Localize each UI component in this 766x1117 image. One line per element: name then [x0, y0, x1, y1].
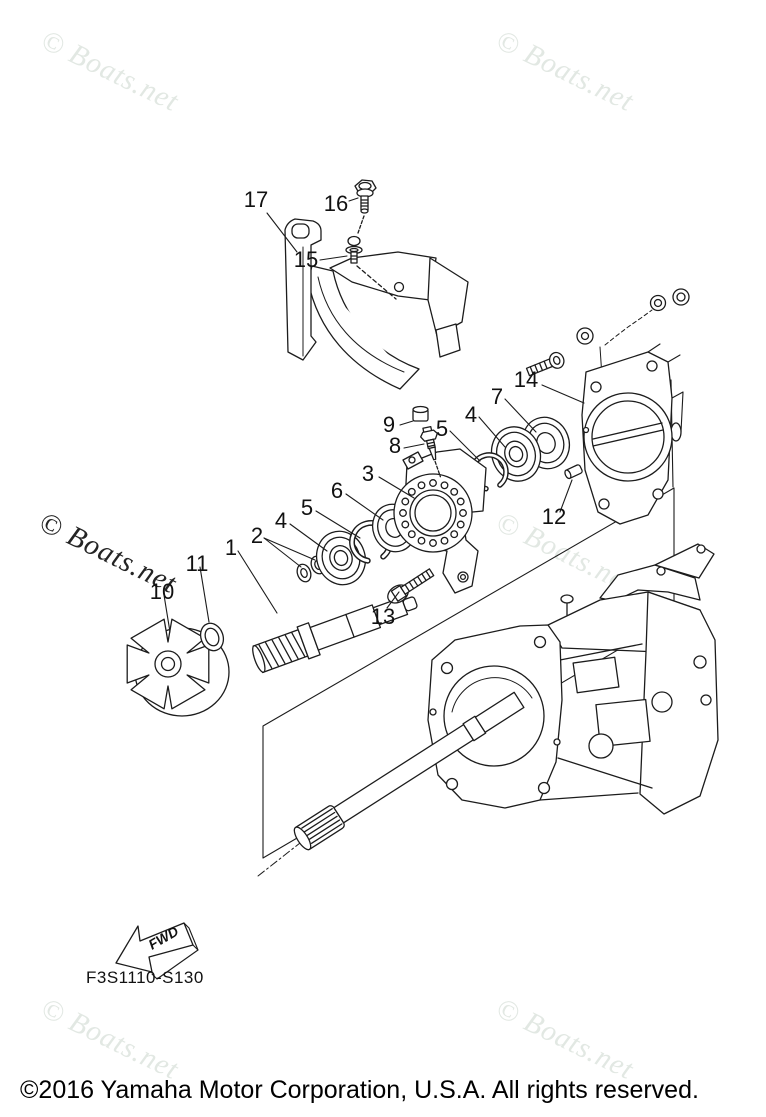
flange-screw: [525, 351, 565, 377]
coupler: [126, 618, 230, 717]
callout-5-right: 5: [436, 416, 448, 441]
callout-1: 1: [225, 535, 237, 560]
grease-fitting: [420, 425, 442, 478]
callout-7: 7: [491, 384, 503, 409]
guard-screw: [345, 235, 397, 300]
housing-bolt: [387, 568, 435, 604]
guard-assembly: [284, 218, 469, 390]
callout-15: 15: [294, 247, 318, 272]
callout-3: 3: [362, 461, 374, 486]
callout-11: 11: [186, 551, 209, 576]
oring: [199, 622, 225, 652]
guard-bracket: [329, 251, 437, 301]
callout-4-left: 4: [275, 508, 287, 533]
callout-16: 16: [324, 191, 348, 216]
grease-fitting-cap: [412, 405, 429, 422]
callout-9: 9: [383, 412, 395, 437]
callout-6: 6: [331, 478, 343, 503]
callout-17: 17: [244, 187, 268, 212]
drive-coupling-shaft: [252, 596, 418, 674]
callout-5-left: 5: [301, 495, 313, 520]
flange-plate: [525, 288, 690, 525]
driveshaft: [257, 691, 525, 877]
fwd-arrow: FWD: [115, 922, 199, 980]
copyright-text: ©2016 Yamaha Motor Corporation, U.S.A. A…: [20, 1076, 699, 1104]
callout-labels: 17 16 15 14 9 8 3 6 5 4 2 1 11 10 13 5 4…: [150, 187, 566, 629]
diagram-part-code: F3S1110-S130: [86, 968, 204, 987]
callout-4-right: 4: [465, 402, 477, 427]
callout-8: 8: [389, 433, 401, 458]
guard-bolt: [354, 179, 377, 234]
callout-10: 10: [150, 579, 174, 604]
callout-14: 14: [514, 367, 538, 392]
guard-right-wing: [427, 257, 469, 337]
callout-2: 2: [251, 523, 263, 548]
dowel-pin: [564, 464, 583, 480]
callout-12: 12: [542, 504, 566, 529]
bearing-housing: [393, 448, 487, 594]
callout-13: 13: [371, 604, 395, 629]
leader-lines: [163, 197, 585, 633]
